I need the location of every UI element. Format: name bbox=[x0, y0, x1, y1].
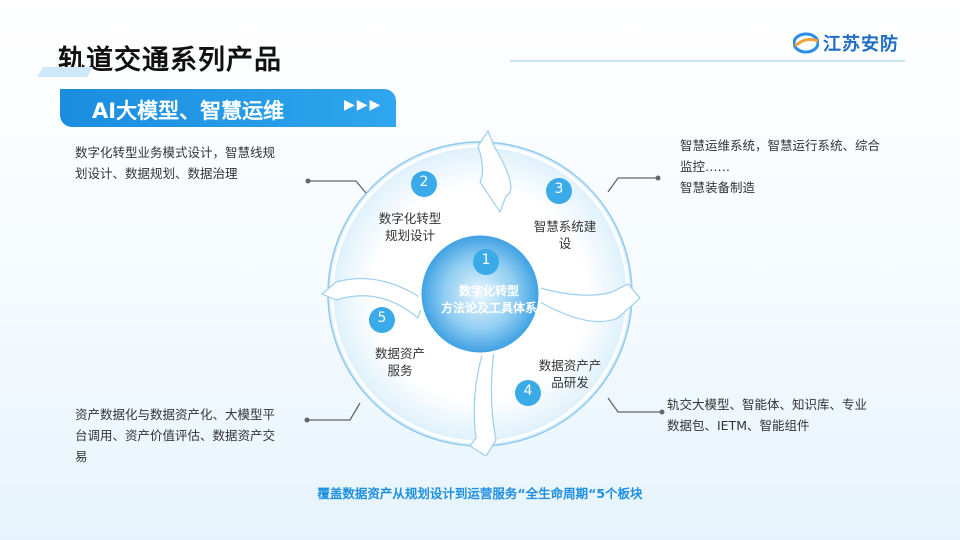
cycle-arrows bbox=[320, 129, 641, 457]
note-top-right-line1: 智慧运维系统，智慧运行系统、综合 bbox=[680, 138, 881, 153]
arrow-right bbox=[539, 283, 641, 323]
note-top-right: 智慧运维系统，智慧运行系统、综合 监控…… 智慧装备制造 bbox=[680, 135, 880, 198]
arrow-top bbox=[477, 129, 512, 214]
center-label: 数字化转型 方法论及工具体系 bbox=[420, 283, 558, 317]
segment-3-label: 智慧系统建 设 bbox=[520, 218, 610, 252]
arrow-left bbox=[320, 277, 425, 320]
note-bottom-left-line2: 台调用、资产价值评估、数据资产交 bbox=[75, 428, 276, 443]
segment-4-line2: 品研发 bbox=[551, 375, 589, 390]
badge-1-number: 1 bbox=[481, 252, 491, 268]
note-bottom-left: 资产数据化与数据资产化、大模型平 台调用、资产价值评估、数据资产交 易 bbox=[75, 404, 275, 467]
badge-5-number: 5 bbox=[377, 310, 387, 326]
note-top-left-line1: 数字化转型业务模式设计，智慧线规 bbox=[75, 145, 276, 160]
segment-5-label: 数据资产 服务 bbox=[350, 345, 450, 379]
note-top-left: 数字化转型业务模式设计，智慧线规 划设计、数据规划、数据治理 bbox=[75, 142, 275, 184]
company-logo: 江苏安防 bbox=[793, 30, 899, 56]
arrow-bottom bbox=[469, 347, 497, 457]
note-top-right-line3: 智慧装备制造 bbox=[680, 180, 756, 195]
connector-dots bbox=[304, 175, 665, 423]
note-bottom-right: 轨交大模型、智能体、知识库、专业 数据包、IETM、智能组件 bbox=[667, 394, 867, 436]
note-bottom-right-line1: 轨交大模型、智能体、知识库、专业 bbox=[667, 397, 868, 412]
section-banner: AI大模型、智慧运维 ▶▶▶ bbox=[60, 89, 396, 127]
footer-caption: 覆盖数据资产从规划设计到运营服务“全生命周期“5个板块 bbox=[317, 486, 643, 501]
page-title: 轨道交通系列产品 bbox=[58, 45, 282, 76]
center-label-line1: 数字化转型 bbox=[458, 284, 519, 298]
connector-bottom-left bbox=[307, 402, 361, 421]
segment-4-label: 数据资产产 品研发 bbox=[520, 357, 620, 391]
number-badges bbox=[369, 171, 572, 406]
note-top-right-line2: 监控…… bbox=[680, 159, 731, 174]
badge-2-number: 2 bbox=[419, 174, 429, 190]
segment-3-line2: 设 bbox=[558, 236, 572, 251]
connector-bottom-right bbox=[607, 397, 662, 413]
connector-top-left bbox=[308, 180, 367, 194]
badge-4-number: 4 bbox=[523, 383, 533, 399]
note-bottom-left-line3: 易 bbox=[75, 449, 88, 464]
logo-icon bbox=[793, 32, 819, 54]
note-top-left-line2: 划设计、数据规划、数据治理 bbox=[75, 166, 238, 181]
banner-title: AI大模型、智慧运维 bbox=[92, 99, 285, 123]
center-label-line2: 方法论及工具体系 bbox=[440, 301, 537, 315]
logo-text: 江苏安防 bbox=[823, 34, 899, 55]
segment-5-line2: 服务 bbox=[387, 363, 413, 378]
segment-2-line1: 数字化转型 bbox=[378, 211, 442, 226]
title-divider bbox=[510, 60, 905, 62]
segment-4-line1: 数据资产产 bbox=[538, 358, 602, 373]
segment-2-line2: 规划设计 bbox=[384, 228, 435, 243]
center-hub bbox=[418, 232, 542, 356]
segment-5-line1: 数据资产 bbox=[374, 346, 425, 361]
segment-2-label: 数字化转型 规划设计 bbox=[360, 210, 460, 244]
note-bottom-right-line2: 数据包、IETM、智能组件 bbox=[667, 418, 810, 433]
segment-3-line1: 智慧系统建 bbox=[533, 219, 597, 234]
connector-lines bbox=[307, 177, 662, 421]
badge-3-number: 3 bbox=[554, 181, 564, 197]
note-bottom-left-line1: 资产数据化与数据资产化、大模型平 bbox=[75, 407, 276, 422]
banner-arrows-icon: ▶▶▶ bbox=[344, 97, 383, 113]
connector-top-right bbox=[607, 177, 658, 193]
